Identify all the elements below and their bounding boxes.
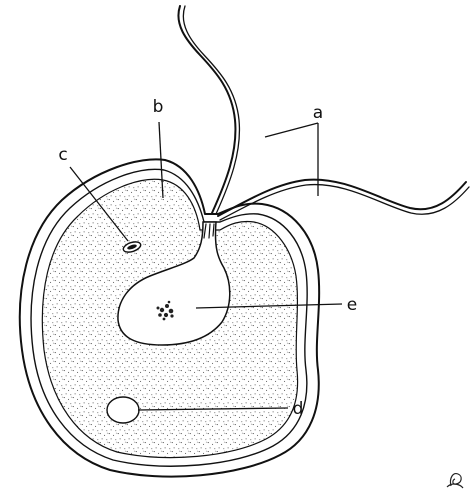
label-c: c	[58, 145, 67, 165]
label-e: e	[347, 295, 357, 315]
flagellum-1-inner	[183, 6, 239, 214]
flagellum-1	[178, 6, 235, 213]
flagellum-2	[218, 180, 466, 216]
label-a: a	[313, 103, 323, 123]
flagellum-2-inner	[220, 185, 469, 220]
label-b: b	[153, 97, 164, 117]
leader-a-1	[265, 123, 318, 137]
corner-mark-icon	[447, 474, 463, 488]
vacuole	[107, 397, 139, 423]
label-d: d	[293, 399, 304, 419]
